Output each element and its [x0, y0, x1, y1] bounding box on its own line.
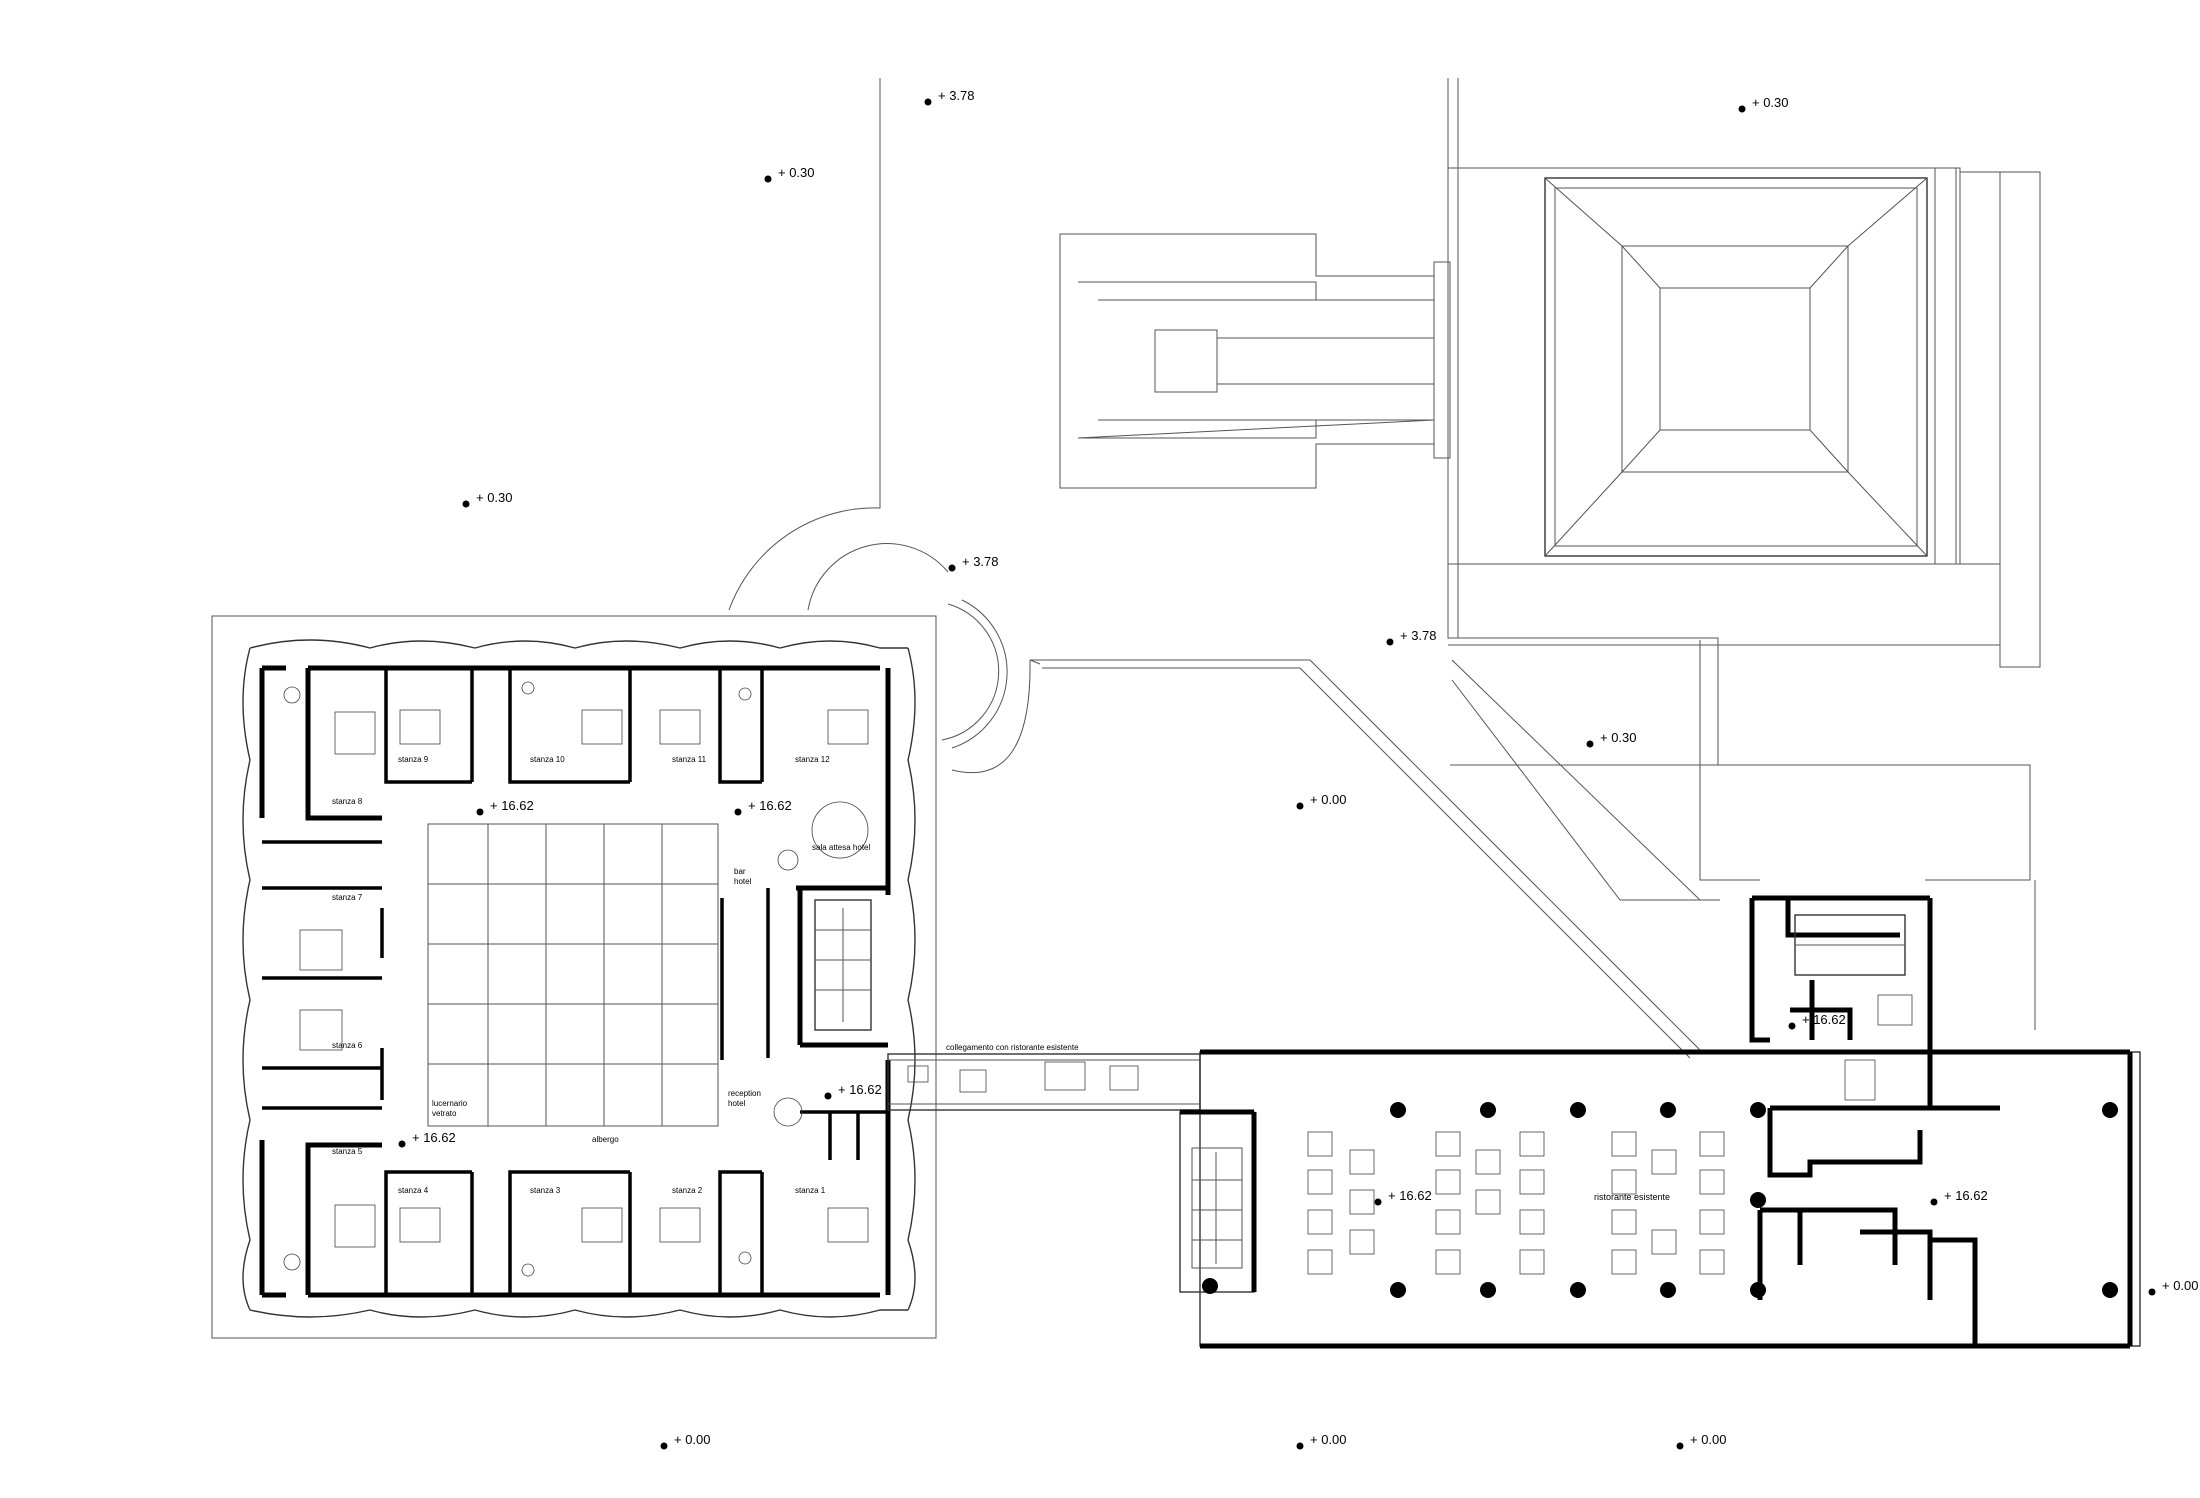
elevation-symbols — [398, 98, 2156, 1450]
room-label: stanza 8 — [332, 797, 363, 806]
room-label: stanza 12 — [795, 755, 830, 764]
elevation-marker: + 0.00 — [1310, 792, 1347, 807]
room-label: reception — [728, 1089, 761, 1098]
room-label: vetrato — [432, 1109, 457, 1118]
room-label: lucernario — [432, 1099, 468, 1108]
room-label: stanza 4 — [398, 1186, 429, 1195]
hotel-block — [211, 615, 937, 1339]
elevation-marker: + 3.78 — [962, 554, 999, 569]
elevation-marker: + 3.78 — [938, 88, 975, 103]
elevation-marker: + 0.30 — [476, 490, 513, 505]
elevation-marker: + 0.00 — [2162, 1278, 2199, 1293]
elevation-marker: + 0.30 — [778, 165, 815, 180]
elevation-marker: + 16.62 — [1944, 1188, 1988, 1203]
elevation-marker: + 0.00 — [1690, 1432, 1727, 1447]
restaurant-block — [1179, 895, 2141, 1349]
site-outlines — [728, 78, 2036, 1059]
room-label: stanza 7 — [332, 893, 363, 902]
room-label: stanza 5 — [332, 1147, 363, 1156]
room-label: stanza 11 — [672, 755, 707, 764]
monument-building — [1447, 167, 2041, 765]
elevation-marker: + 3.78 — [1400, 628, 1437, 643]
room-label: albergo — [592, 1135, 619, 1144]
elevation-marker: + 0.00 — [674, 1432, 711, 1447]
room-label: ristorante esistente — [1594, 1192, 1670, 1202]
elevation-marker: + 0.30 — [1752, 95, 1789, 110]
room-label: stanza 6 — [332, 1041, 363, 1050]
room-label: stanza 10 — [530, 755, 565, 764]
room-label: collegamento con ristorante esistente — [946, 1043, 1079, 1052]
room-label: stanza 3 — [530, 1186, 561, 1195]
elevation-marker: + 16.62 — [838, 1082, 882, 1097]
room-label: stanza 2 — [672, 1186, 703, 1195]
elevation-marker: + 16.62 — [1802, 1012, 1846, 1027]
room-label: sala attesa hotel — [812, 843, 870, 852]
elevation-marker: + 0.00 — [1310, 1432, 1347, 1447]
stepped-monument — [1059, 233, 1451, 489]
elevation-marker: + 16.62 — [412, 1130, 456, 1145]
elevation-marker: + 16.62 — [490, 798, 534, 813]
elevation-marker: + 16.62 — [1388, 1188, 1432, 1203]
room-label: hotel — [734, 877, 752, 886]
room-label: stanza 1 — [795, 1186, 826, 1195]
connecting-bridge — [887, 1053, 1201, 1111]
elevation-marker: + 0.30 — [1600, 730, 1637, 745]
room-labels: stanza 12 stanza 11 stanza 10 stanza 9 s… — [332, 755, 1670, 1202]
room-label: stanza 9 — [398, 755, 429, 764]
room-label: bar — [734, 867, 746, 876]
elevation-marker: + 16.62 — [748, 798, 792, 813]
room-label: hotel — [728, 1099, 746, 1108]
elevation-labels: + 3.78 + 0.30 + 0.30 + 0.30 + 3.78 + 3.7… — [412, 88, 2199, 1447]
